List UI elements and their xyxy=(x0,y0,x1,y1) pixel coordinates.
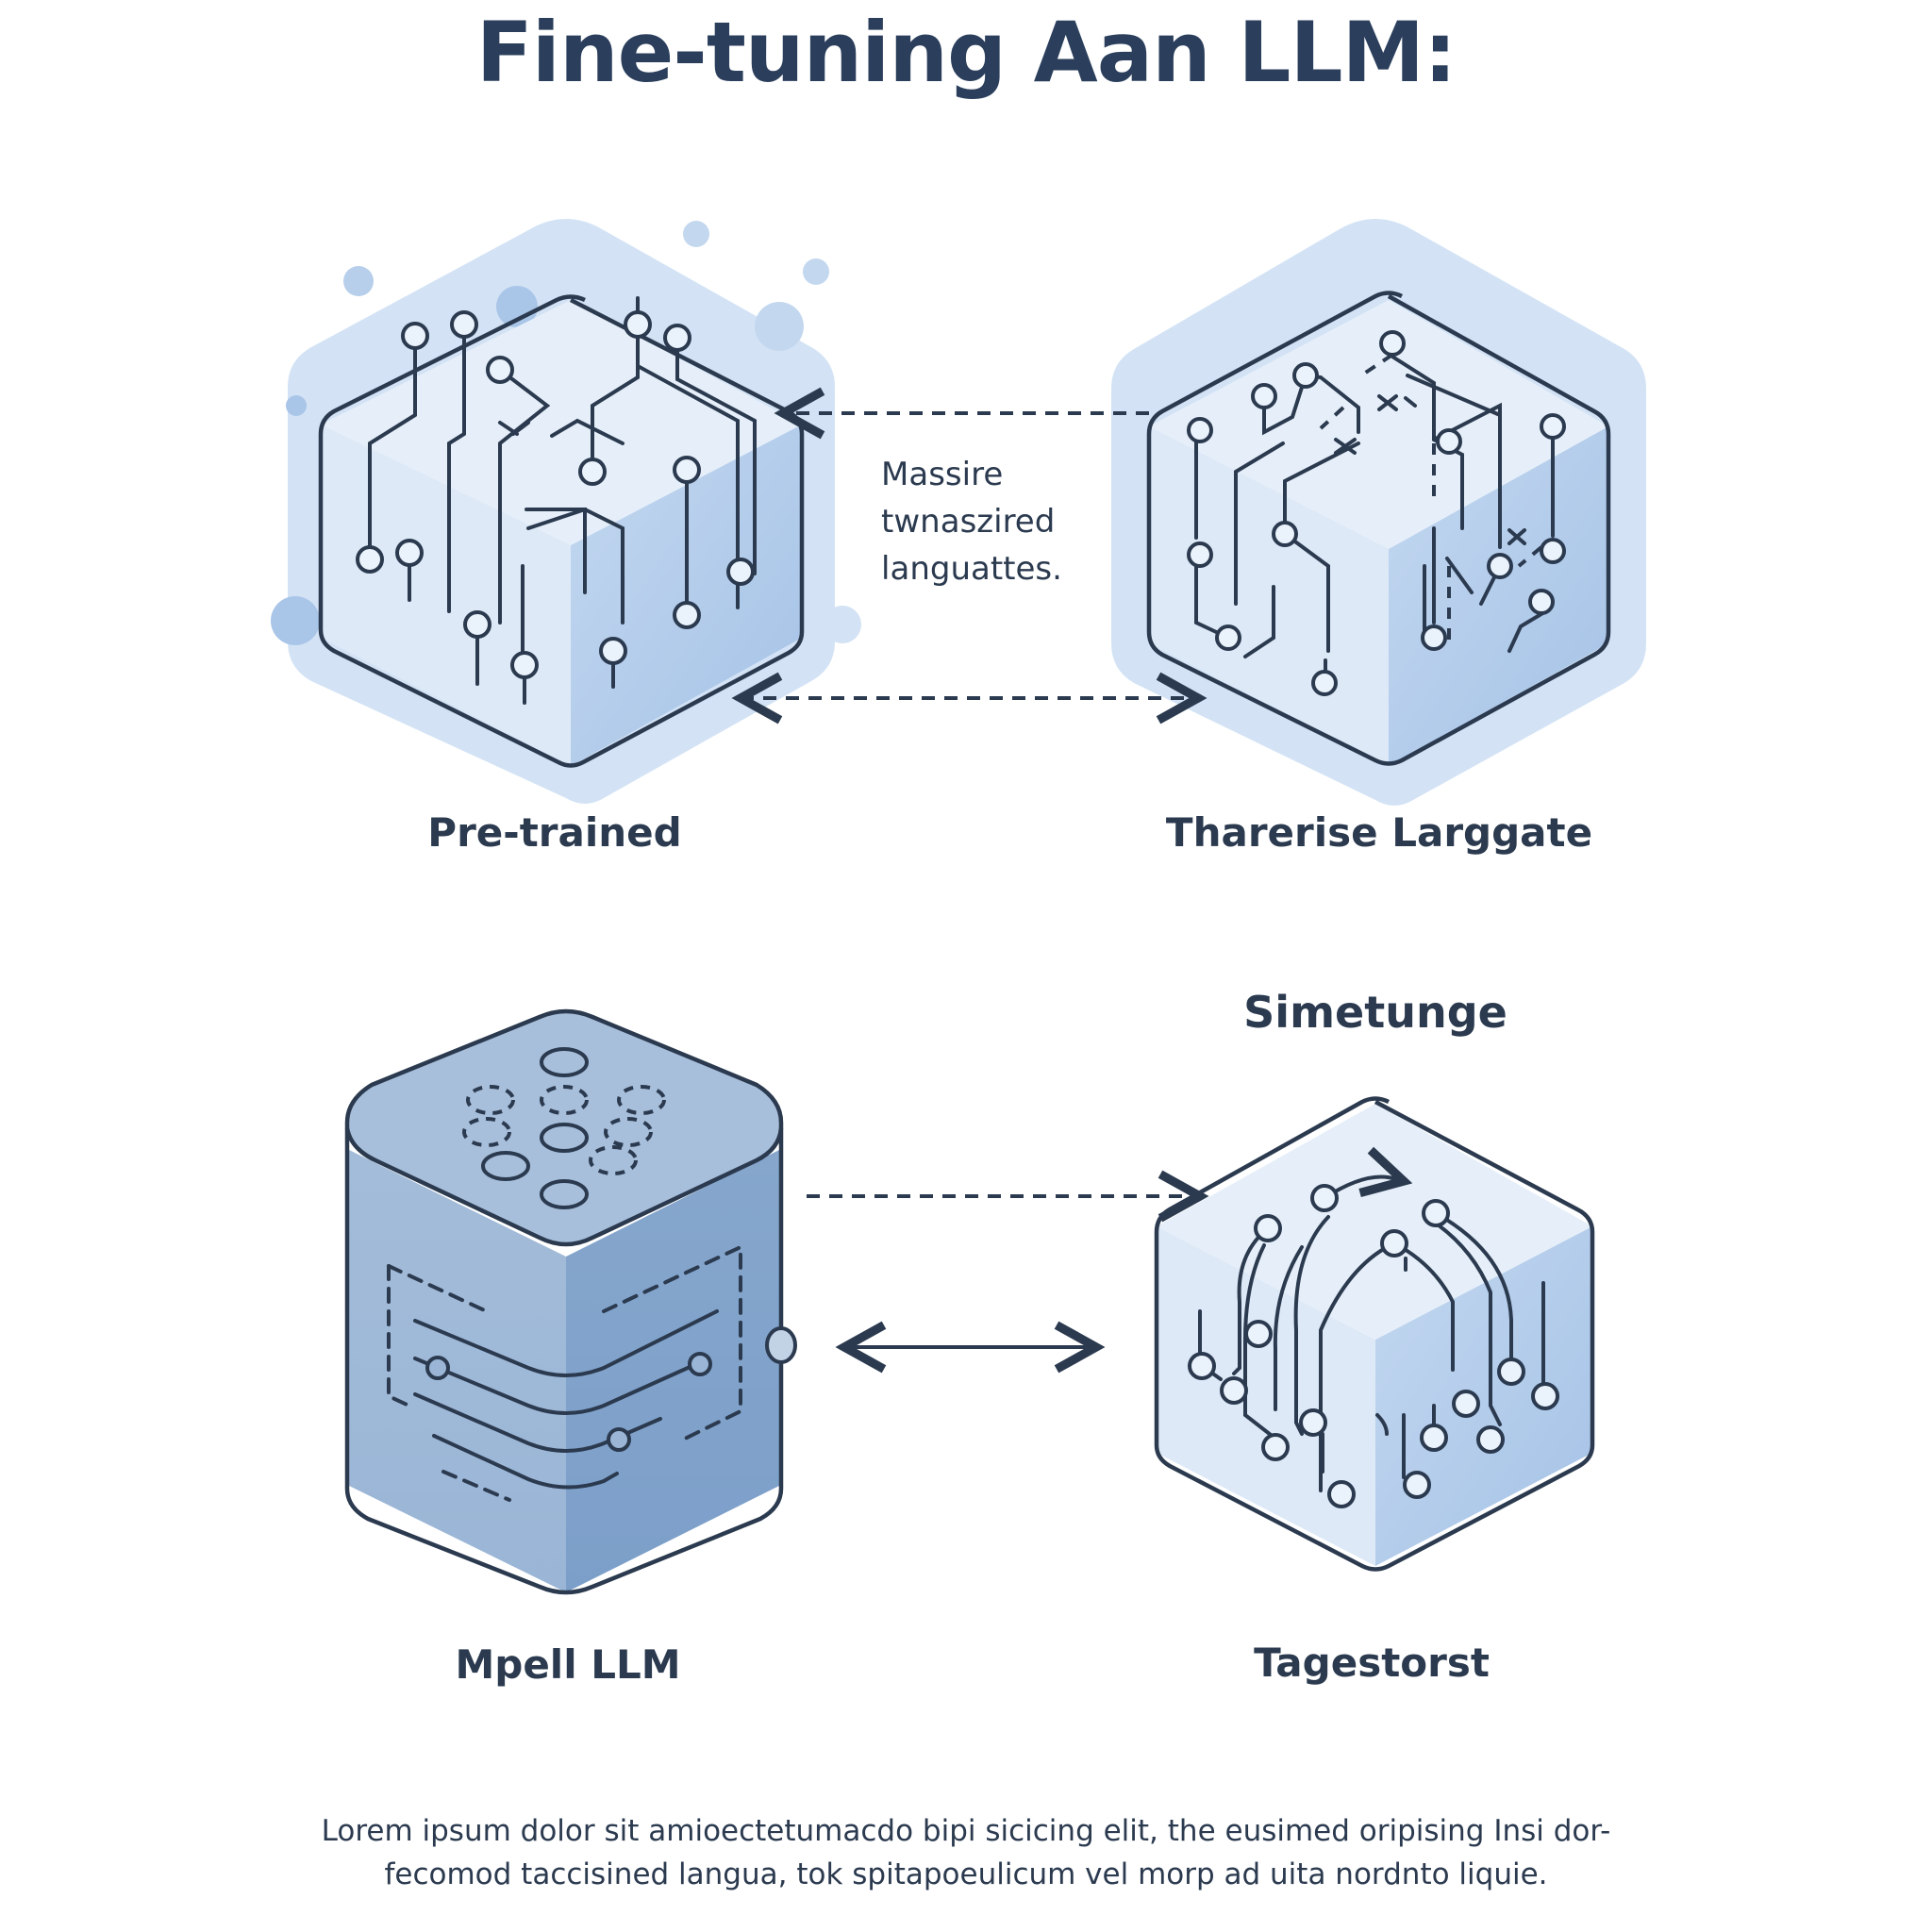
bubble xyxy=(803,258,829,285)
bubble xyxy=(824,606,861,643)
bubble xyxy=(271,596,320,645)
cube-top-face xyxy=(1149,300,1608,549)
top-connectors xyxy=(741,413,1198,698)
circuit-nodes xyxy=(1188,1184,1559,1508)
bottom-connectors xyxy=(807,1196,1200,1347)
token-ovals xyxy=(462,1047,666,1209)
label-large-language: Tharerise Larggate xyxy=(1165,809,1593,856)
label-model-llm: Mpell LLM xyxy=(455,1641,681,1688)
bubble xyxy=(286,395,307,416)
cube-outline xyxy=(1154,1096,1595,1572)
bubble xyxy=(343,266,374,296)
middle-note-line: Massire xyxy=(881,456,1004,493)
dashed-traces xyxy=(1319,353,1543,641)
data-lines xyxy=(387,1243,742,1502)
bubble xyxy=(683,221,709,247)
block-top-edge xyxy=(344,1127,784,1247)
circuit-traces xyxy=(368,296,757,705)
label-target: Tagestorst xyxy=(1254,1640,1490,1686)
large-language-cube xyxy=(1111,219,1646,806)
label-simetunge: Simetunge xyxy=(1243,987,1507,1038)
middle-note: Massire twnaszired languattes. xyxy=(881,451,1062,592)
middle-note-line: languattes. xyxy=(881,550,1062,588)
block-top-face xyxy=(347,1011,781,1246)
circuit-nodes xyxy=(356,310,755,679)
cube-front-face xyxy=(321,425,571,766)
block-outline xyxy=(344,1008,784,1595)
cross-marks xyxy=(1334,394,1526,545)
block-right-face xyxy=(566,1149,781,1592)
bubble xyxy=(755,302,804,351)
model-llm-block xyxy=(344,1008,797,1595)
block-left-face xyxy=(347,1149,566,1592)
footer-line: Lorem ipsum dolor sit amioectetumacdo bi… xyxy=(321,1814,1611,1848)
page-title: Fine-tuning Aan LLM: xyxy=(475,4,1457,101)
cube-top-face xyxy=(321,300,802,545)
pretrained-cube xyxy=(271,219,861,804)
middle-note-line: twnaszired xyxy=(881,503,1056,541)
footer-line: fecomod taccisined langua, tok spitapoeu… xyxy=(384,1857,1548,1891)
circuit-traces xyxy=(1194,355,1555,679)
label-pretrained: Pre-trained xyxy=(427,809,682,856)
target-cube xyxy=(1154,1096,1595,1572)
footer-description: Lorem ipsum dolor sit amioectetumacdo bi… xyxy=(0,1809,1932,1896)
cube-outline xyxy=(1146,291,1611,766)
circuit-nodes xyxy=(1187,330,1566,696)
data-nodes xyxy=(425,1326,797,1452)
